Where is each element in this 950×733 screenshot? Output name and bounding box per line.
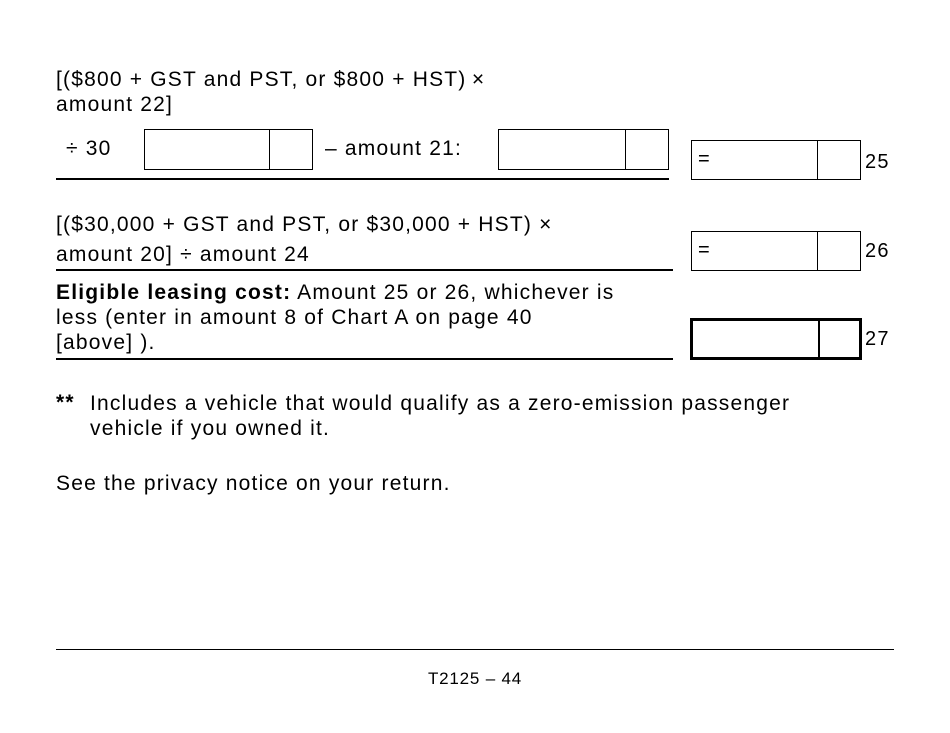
cents-divider — [817, 232, 818, 270]
divide-label: ÷ 30 — [66, 137, 112, 160]
page-number: T2125 – 44 — [427, 669, 522, 688]
row-separator — [56, 178, 669, 180]
footer-rule — [56, 649, 894, 650]
eligible-leasing-cost-text: Amount 25 or 26, whichever is — [291, 281, 615, 304]
amount-25-field[interactable]: = — [691, 140, 861, 180]
equals-sign: = — [698, 148, 711, 170]
formula-text-line-1: [($800 + GST and PST, or $800 + HST) × — [56, 68, 486, 91]
line-number-27: 27 — [865, 328, 890, 350]
cents-divider — [625, 130, 626, 169]
cents-divider — [818, 321, 820, 357]
equals-sign: = — [698, 239, 711, 261]
privacy-notice: See the privacy notice on your return. — [56, 472, 451, 495]
row-separator — [56, 358, 673, 360]
amount-26-field[interactable]: = — [691, 231, 861, 271]
amount-27-field[interactable] — [690, 318, 862, 360]
divided-amount-input[interactable] — [144, 129, 313, 170]
cents-divider — [817, 141, 818, 179]
amount-21-input[interactable] — [498, 129, 669, 170]
eligible-leasing-cost-line-3: [above] ). — [56, 331, 156, 354]
formula-text-line-1: [($30,000 + GST and PST, or $30,000 + HS… — [56, 213, 553, 236]
cents-divider — [269, 130, 270, 169]
eligible-leasing-cost-line-1: Eligible leasing cost: Amount 25 or 26, … — [56, 281, 614, 305]
footnote-line-2: vehicle if you owned it. — [90, 417, 331, 440]
eligible-leasing-cost-line-2: less (enter in amount 8 of Chart A on pa… — [56, 306, 533, 329]
line-number-26: 26 — [865, 240, 890, 262]
row-separator — [56, 269, 673, 271]
line-number-25: 25 — [865, 151, 890, 173]
formula-text-line-2: amount 20] ÷ amount 24 — [56, 243, 310, 266]
footnote-marker: ** — [56, 391, 75, 414]
footnote-line-1: Includes a vehicle that would qualify as… — [90, 392, 791, 415]
eligible-leasing-cost-label: Eligible leasing cost: — [56, 281, 292, 304]
minus-amount-label: – amount 21: — [325, 137, 462, 160]
formula-text-line-2: amount 22] — [56, 93, 174, 116]
